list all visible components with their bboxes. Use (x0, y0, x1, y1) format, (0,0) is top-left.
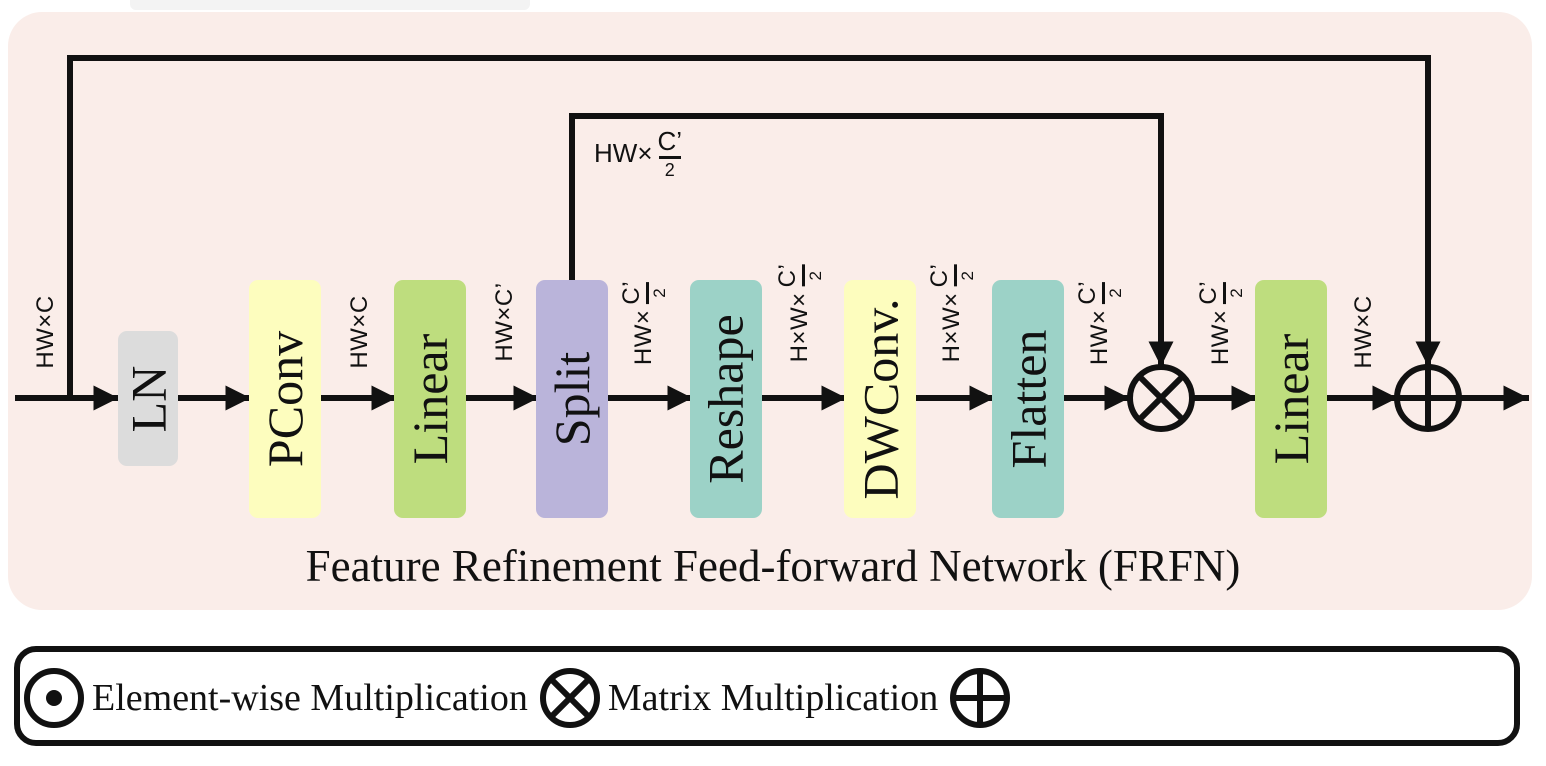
flatten-label: Flatten (1000, 329, 1056, 469)
dim-after-linear-text: HW×C’ (491, 282, 518, 362)
dim-input-text: HW×C (32, 295, 59, 369)
dim-after-split-den: 2 (650, 287, 669, 298)
residual-skip-path (67, 55, 1441, 401)
legend-row: Element-wise Multiplication Matrix Multi… (22, 666, 1028, 730)
dim-after-linear2-text: HW×C (1350, 295, 1377, 369)
linear-label-1: Linear (402, 333, 458, 465)
split-label: Split (544, 351, 601, 447)
dim-skip-branch-num: C’ (657, 126, 683, 156)
reshape-label: Reshape (698, 314, 755, 484)
dim-after-matmul-num: C’ (1195, 280, 1222, 305)
dim-after-dwconv-num: C’ (926, 263, 953, 288)
circle-times-icon (538, 666, 602, 730)
dim-after-matmul-den: 2 (1227, 287, 1246, 298)
reshape-block: Reshape (690, 280, 762, 518)
dim-after-reshape-prefix: H×W× (786, 292, 813, 363)
dim-after-dwconv-prefix: H×W× (938, 292, 965, 363)
ln-label: LN (120, 365, 176, 432)
dim-after-reshape-num: C’ (774, 263, 801, 288)
legend-label-matrix: Matrix Multiplication (607, 677, 939, 719)
circle-plus-icon (948, 666, 1012, 730)
dwconv-label: DWConv. (852, 298, 908, 500)
dim-after-split-num: C’ (618, 280, 645, 305)
add-node (1394, 364, 1462, 432)
linear-block-1: Linear (394, 280, 466, 518)
diagram-title: Feature Refinement Feed-forward Network … (305, 541, 1241, 591)
dim-after-dwconv-den: 2 (958, 270, 977, 281)
dim-after-flatten-den: 2 (1106, 287, 1125, 298)
matmul-node (1127, 364, 1195, 432)
split-branch-path (569, 113, 1174, 367)
ln-block: LN (118, 331, 178, 466)
dim-skip-branch: HW× C’ 2 (594, 128, 684, 179)
dim-skip-branch-prefix: HW× (594, 138, 653, 168)
dwconv-block: DWConv. (844, 280, 916, 518)
dim-skip-branch-den: 2 (664, 160, 675, 180)
dim-after-flatten-num: C’ (1074, 280, 1101, 305)
linear-label-2: Linear (1263, 333, 1319, 465)
legend-label-elementwise: Element-wise Multiplication (92, 677, 528, 719)
top-cropped-fragment (130, 0, 530, 10)
dim-after-flatten-prefix: HW× (1086, 309, 1113, 366)
dim-after-reshape-den: 2 (806, 270, 825, 281)
pconv-label: PConv (257, 330, 314, 468)
dim-after-split-prefix: HW× (630, 309, 657, 366)
dim-after-matmul-prefix: HW× (1207, 309, 1234, 366)
circle-dot-icon (22, 666, 86, 730)
pconv-block: PConv (249, 280, 321, 518)
legend-box (14, 646, 1520, 746)
dim-after-pconv-text: HW×C (346, 295, 373, 369)
flatten-block: Flatten (992, 280, 1064, 518)
linear-block-2: Linear (1255, 280, 1327, 518)
split-block: Split (536, 280, 608, 518)
